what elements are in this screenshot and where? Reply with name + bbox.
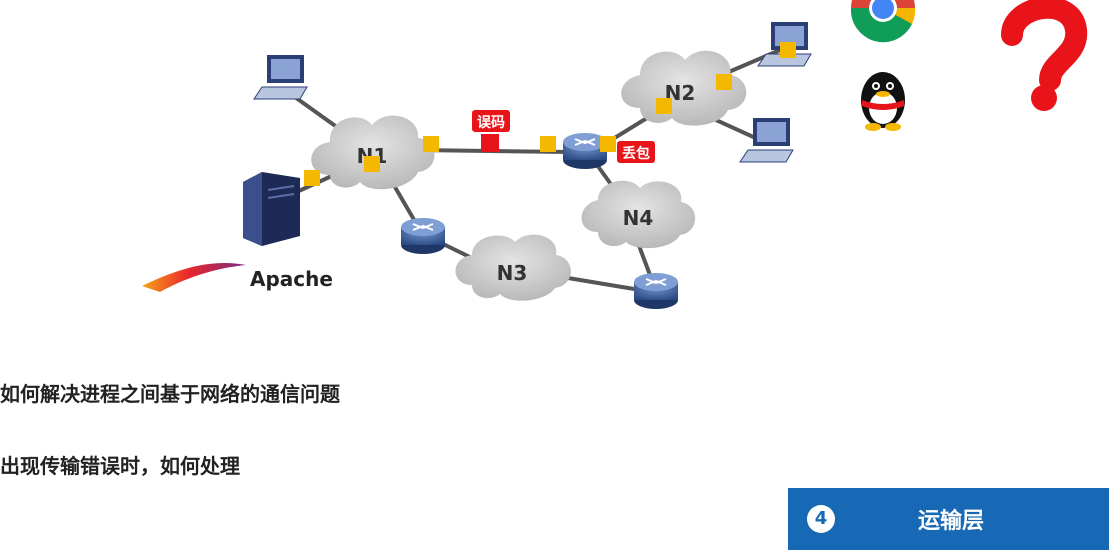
question-mark-icon <box>1001 0 1088 111</box>
loss-label: 丢包 <box>617 141 655 163</box>
port <box>540 136 556 152</box>
port <box>716 74 732 90</box>
layer-title: 运输层 <box>918 509 985 534</box>
svg-text:误码: 误码 <box>477 115 505 131</box>
chrome-icon <box>850 0 916 43</box>
ports <box>304 42 796 186</box>
error-marker <box>481 134 499 152</box>
cloud-n1: N1 <box>311 115 435 190</box>
svg-text:丢包: 丢包 <box>622 145 650 162</box>
port <box>600 136 616 152</box>
cloud-n4: N4 <box>581 180 696 249</box>
question-transmission-error: 出现传输错误时，如何处理 <box>0 454 240 478</box>
router-icon <box>401 218 445 254</box>
error-label: 误码 <box>472 110 510 132</box>
qq-penguin-icon <box>861 72 905 131</box>
laptop-icon <box>253 55 308 100</box>
server-icon <box>243 172 300 246</box>
router-icon <box>563 133 607 169</box>
port <box>780 42 796 58</box>
question-process-communication: 如何解决进程之间基于网络的通信问题 <box>0 382 340 406</box>
cloud-n3: N3 <box>455 234 571 301</box>
apache-label: Apache <box>250 267 333 291</box>
n3-label: N3 <box>497 261 528 285</box>
port <box>364 156 380 172</box>
port <box>656 98 672 114</box>
router-icon <box>634 273 678 309</box>
network-diagram: N1 N2 N3 N4 <box>142 0 1088 309</box>
transport-layer-badge <box>788 488 1109 550</box>
apache-feather-icon <box>142 262 246 292</box>
n4-label: N4 <box>623 206 654 230</box>
layer-number-badge: 4 <box>807 505 835 533</box>
port <box>423 136 439 152</box>
port <box>304 170 320 186</box>
laptop-icon <box>739 118 794 163</box>
